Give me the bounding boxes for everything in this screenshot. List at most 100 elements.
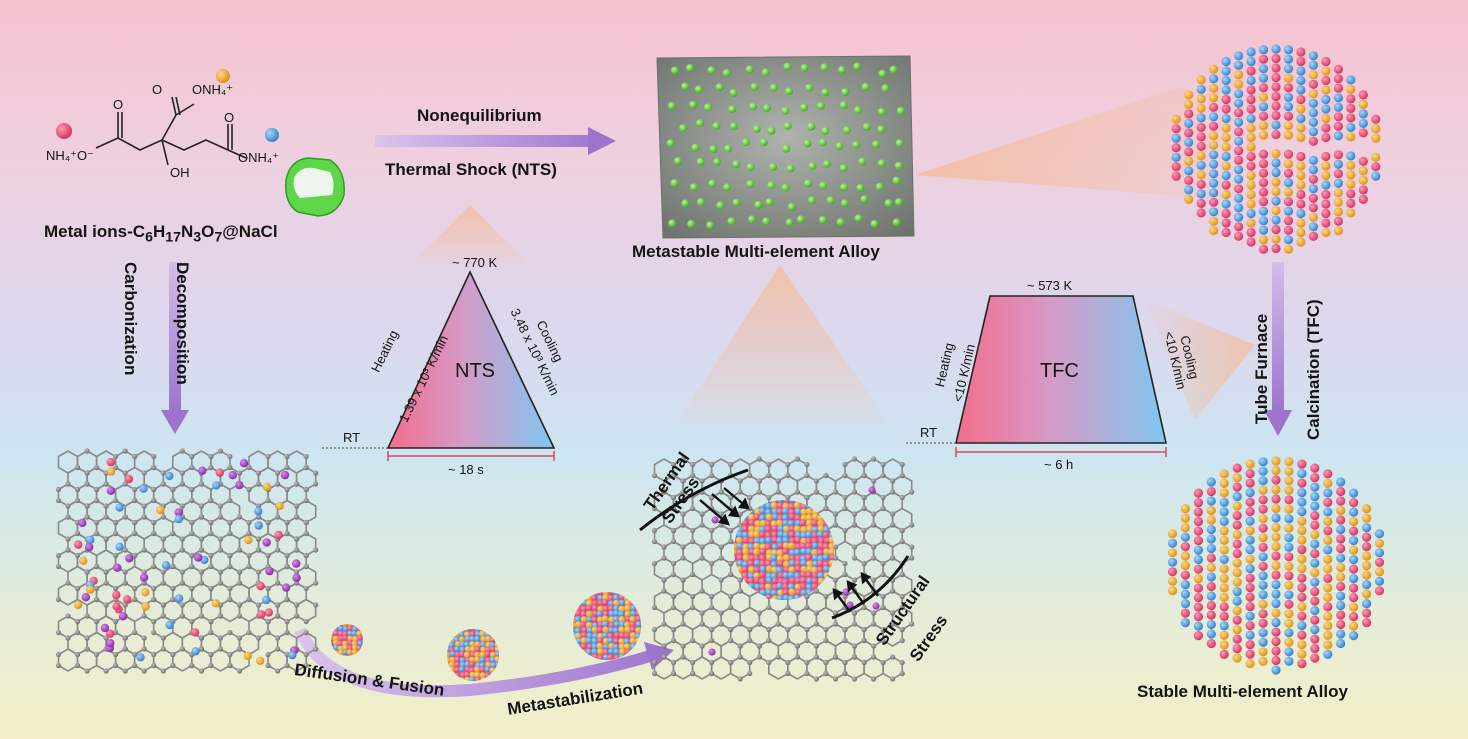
metal-ion	[123, 595, 132, 604]
alloy-atom	[1346, 179, 1356, 189]
alloy-atom	[1271, 665, 1281, 675]
alloy-atom	[1308, 222, 1318, 232]
metal-atom	[729, 88, 738, 97]
alloy-atom	[1234, 127, 1244, 137]
alloy-atom	[1283, 235, 1294, 245]
alloy-atom	[1246, 132, 1256, 143]
alloy-atom	[1180, 608, 1190, 618]
metal-atom	[761, 68, 770, 77]
alloy-atom	[1258, 83, 1269, 93]
alloy-atom	[1310, 596, 1320, 606]
metal-ion	[125, 554, 134, 563]
metal-atom	[838, 65, 846, 74]
alloy-atom	[1221, 170, 1231, 181]
alloy-atom	[1180, 504, 1190, 514]
alloy-atom	[1258, 45, 1269, 55]
alloy-atom	[1209, 150, 1219, 160]
metal-ion	[161, 561, 171, 570]
nts-profile-name: NTS	[455, 360, 495, 382]
metal-atom	[807, 122, 816, 131]
alloy-atom	[1310, 644, 1320, 654]
tfc-profile-name: TFC	[1040, 360, 1079, 382]
alloy-atom	[1358, 166, 1368, 176]
alloy-atom	[1206, 572, 1216, 582]
alloy-atom	[1308, 51, 1318, 61]
metal-atom	[681, 199, 690, 208]
alloy-atom	[1297, 526, 1307, 536]
alloy-atom	[1234, 136, 1244, 146]
metal-atom	[800, 103, 809, 112]
metal-atom	[727, 217, 736, 226]
metal-atom	[840, 183, 849, 192]
alloy-atom	[1245, 478, 1255, 488]
alloy-atom	[1349, 564, 1359, 574]
alloy-atom	[1258, 235, 1269, 245]
alloy-atom	[1221, 75, 1231, 86]
alloy-atom	[1180, 561, 1190, 571]
metal-atom	[895, 139, 904, 148]
alloy-atom	[1234, 212, 1244, 222]
metal-atom	[804, 179, 812, 188]
alloy-atom	[1284, 523, 1294, 533]
metal-atom	[892, 176, 901, 185]
metal-ion	[86, 535, 95, 545]
metal-ion	[256, 656, 265, 665]
alloy-atom	[1323, 564, 1333, 574]
alloy-atom	[1336, 638, 1346, 649]
alloy-atom	[1346, 151, 1356, 161]
alloy-atom	[1283, 111, 1294, 121]
alloy-atom	[1321, 56, 1331, 67]
alloy-atom	[1258, 187, 1269, 197]
alloy-atom	[1232, 596, 1242, 606]
alloy-atom	[1209, 83, 1219, 93]
metal-ion	[244, 535, 253, 545]
alloy-atom	[1193, 612, 1203, 622]
alloy-atom	[1284, 514, 1294, 524]
alloy-atom	[1310, 549, 1320, 559]
alloy-atom	[1232, 520, 1242, 530]
alloy-atom	[1246, 161, 1256, 171]
metal-atom	[746, 163, 755, 172]
alloy-atom	[1167, 538, 1178, 548]
alloy-atom	[1323, 583, 1333, 593]
alloy-atom	[1271, 243, 1281, 254]
metal-ion	[139, 484, 148, 493]
alloy-atom	[1297, 488, 1307, 498]
alloy-atom	[1196, 160, 1206, 170]
alloy-atom	[1333, 150, 1343, 160]
alloy-atom	[1283, 54, 1294, 64]
alloy-atom	[1219, 469, 1229, 479]
alloy-atom	[1284, 533, 1294, 543]
alloy-atom	[1167, 567, 1178, 577]
alloy-atom	[1246, 113, 1256, 124]
metal-ion	[212, 481, 221, 490]
alloy-atom	[1358, 99, 1368, 109]
alloy-atom	[1296, 85, 1306, 95]
alloy-atom	[1284, 552, 1294, 562]
alloy-atom	[1283, 102, 1294, 112]
metal-atom	[841, 88, 850, 97]
metal-atom	[821, 126, 830, 135]
metal-atom	[732, 160, 741, 169]
alloy-atom	[1234, 203, 1244, 213]
metal-ion	[165, 620, 174, 630]
alloy-atom	[1283, 73, 1294, 83]
alloy-atom	[1333, 93, 1343, 103]
metal-atom	[786, 164, 795, 173]
alloy-atom	[1184, 90, 1194, 100]
alloy-atom	[1297, 630, 1307, 640]
alloy-atom	[1336, 562, 1346, 573]
alloy-atom	[1349, 498, 1359, 508]
metal-ion	[115, 542, 124, 551]
metal-atom	[889, 65, 898, 74]
alloy-atom	[1333, 112, 1343, 122]
alloy-atom	[1308, 117, 1318, 127]
metal-ion	[106, 467, 116, 476]
metal-ion	[124, 474, 134, 484]
alloy-atom	[1221, 94, 1231, 105]
alloy-atom	[1258, 92, 1269, 102]
alloy-atom	[1219, 497, 1229, 507]
alloy-atom	[1346, 84, 1356, 94]
alloy-atom	[1308, 155, 1318, 165]
alloy-atom	[1336, 610, 1346, 620]
